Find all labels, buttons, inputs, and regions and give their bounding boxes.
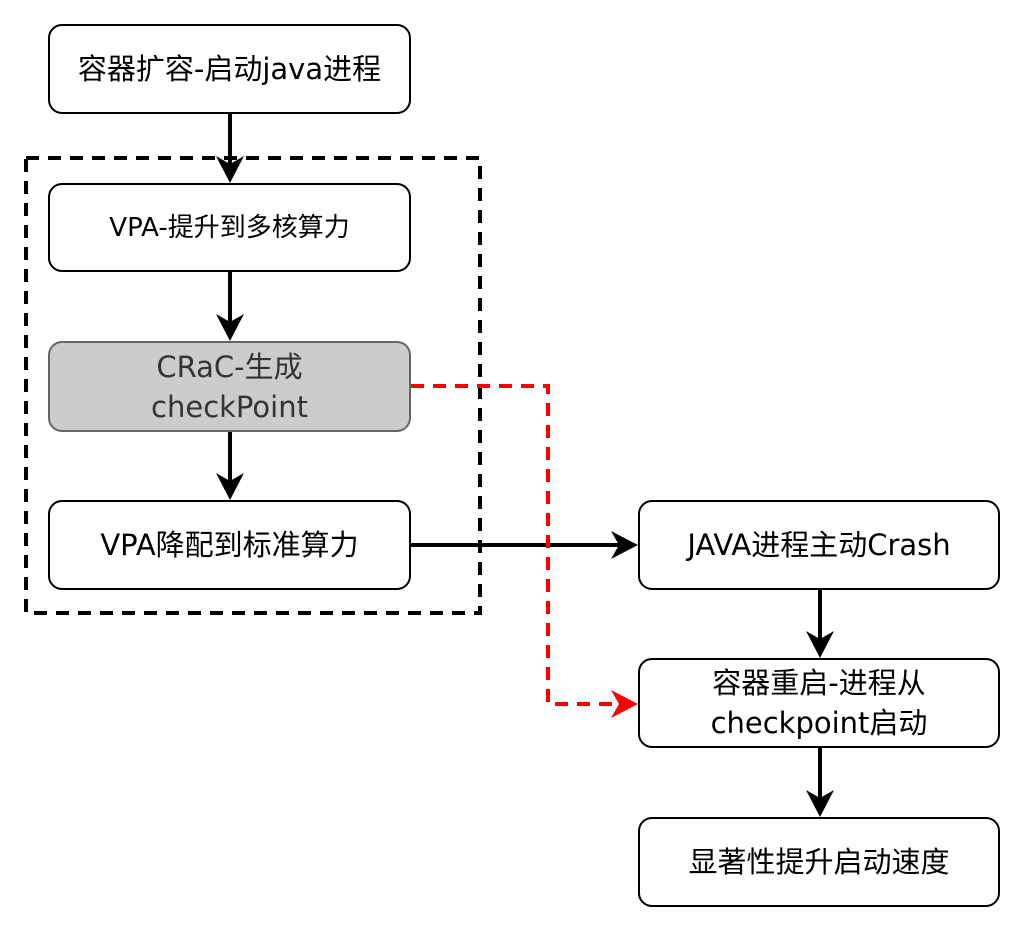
node-result: 显著性提升启动速度 [638,817,1000,907]
node-start: 容器扩容-启动java进程 [48,24,411,114]
node-label: JAVA进程主动Crash [687,528,951,562]
node-label-line2: checkpoint启动 [710,706,928,740]
arrowhead-icon [806,631,834,658]
node-vpa-down: VPA降配到标准算力 [48,500,411,590]
arrowhead-icon [611,531,638,559]
node-label: 容器扩容-启动java进程 [77,52,382,86]
arrowhead-icon [216,314,244,341]
node-crash: JAVA进程主动Crash [638,500,1000,590]
node-label-line1: 容器重启-进程从 [712,666,926,700]
node-label-line1: CRaC-生成 [156,349,303,384]
group-boundary [24,156,482,615]
node-label: VPA降配到标准算力 [100,528,359,562]
node-label: 显著性提升启动速度 [688,845,950,879]
node-crac: CRaC-生成 checkPoint [48,341,411,432]
edge-vpa-down-to-crash [411,531,638,559]
edge-restart-to-result [806,748,834,817]
arrowhead-icon [216,156,244,183]
node-label-line2: checkPoint [151,389,308,424]
edge-crac-to-vpa-down [216,432,244,500]
edge-start-to-vpa-up [216,114,244,183]
edge-crash-to-restart [806,590,834,658]
arrowhead-icon [216,473,244,500]
edge-vpa-up-to-crac [216,272,244,341]
arrowhead-icon [806,790,834,817]
node-vpa-up: VPA-提升到多核算力 [48,183,411,272]
node-label: VPA-提升到多核算力 [109,212,350,243]
node-restart: 容器重启-进程从 checkpoint启动 [638,658,1000,748]
arrowhead-icon [611,690,638,718]
edge-crac-to-restart-dashed [411,384,638,718]
